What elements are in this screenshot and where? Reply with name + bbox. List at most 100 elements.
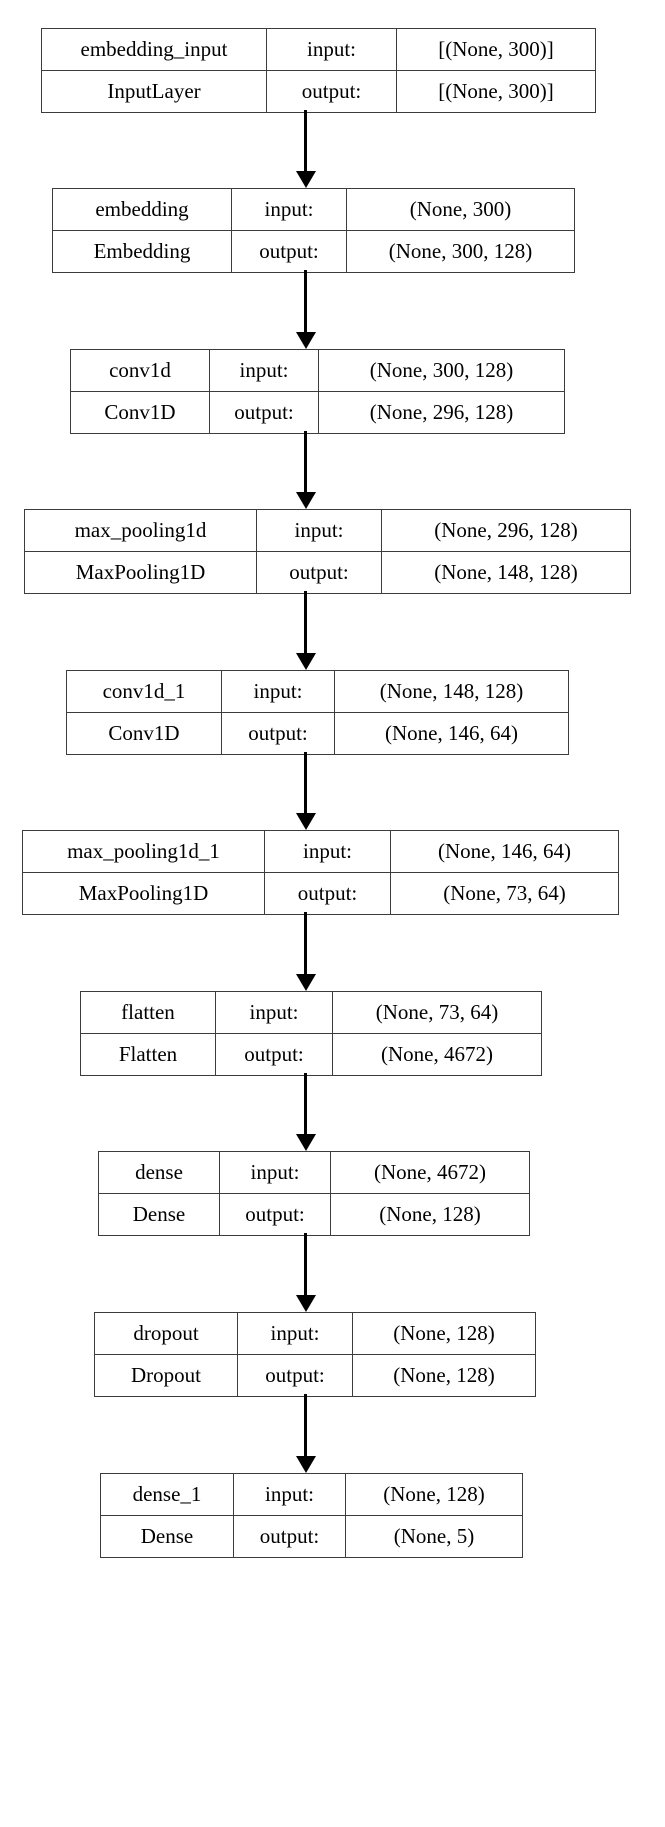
input-label-dropout: input: — [237, 1312, 353, 1355]
output-label-max_pooling1d: output: — [256, 551, 382, 594]
output-shape-embedding: (None, 300, 128) — [346, 230, 575, 273]
arrow-head-icon — [296, 1295, 316, 1312]
input-shape-flatten: (None, 73, 64) — [332, 991, 542, 1034]
edge-dense-to-dropout — [293, 1233, 319, 1312]
output-shape-conv1d_1: (None, 146, 64) — [334, 712, 569, 755]
output-shape-max_pooling1d: (None, 148, 128) — [381, 551, 631, 594]
input-label-conv1d: input: — [209, 349, 319, 392]
output-label-dense: output: — [219, 1193, 331, 1236]
output-shape-conv1d: (None, 296, 128) — [318, 391, 565, 434]
edge-flatten-to-dense — [293, 1073, 319, 1151]
layer-name-dense_1: dense_1 — [100, 1473, 234, 1516]
arrow-head-icon — [296, 1134, 316, 1151]
arrow-shaft-icon — [304, 431, 307, 493]
input-shape-max_pooling1d_1: (None, 146, 64) — [390, 830, 619, 873]
arrow-shaft-icon — [304, 110, 307, 172]
edge-dropout-to-dense_1 — [293, 1394, 319, 1473]
output-label-flatten: output: — [215, 1033, 333, 1076]
input-shape-conv1d: (None, 300, 128) — [318, 349, 565, 392]
arrow-head-icon — [296, 332, 316, 349]
layer-name-max_pooling1d: max_pooling1d — [24, 509, 257, 552]
input-shape-dropout: (None, 128) — [352, 1312, 536, 1355]
arrow-head-icon — [296, 974, 316, 991]
input-shape-dense: (None, 4672) — [330, 1151, 530, 1194]
input-shape-dense_1: (None, 128) — [345, 1473, 523, 1516]
arrow-head-icon — [296, 492, 316, 509]
arrow-shaft-icon — [304, 1233, 307, 1296]
edge-max_pooling1d-to-conv1d_1 — [293, 591, 319, 670]
input-shape-max_pooling1d: (None, 296, 128) — [381, 509, 631, 552]
output-label-conv1d: output: — [209, 391, 319, 434]
output-label-conv1d_1: output: — [221, 712, 335, 755]
arrow-shaft-icon — [304, 1073, 307, 1135]
edge-embedding_input-to-embedding — [293, 110, 319, 188]
layer-name-conv1d_1: conv1d_1 — [66, 670, 222, 713]
arrow-shaft-icon — [304, 912, 307, 975]
layer-class-max_pooling1d_1: MaxPooling1D — [22, 872, 265, 915]
layer-class-dropout: Dropout — [94, 1354, 238, 1397]
output-shape-embedding_input: [(None, 300)] — [396, 70, 596, 113]
layer-name-embedding_input: embedding_input — [41, 28, 267, 71]
layer-name-max_pooling1d_1: max_pooling1d_1 — [22, 830, 265, 873]
arrow-shaft-icon — [304, 752, 307, 814]
layer-name-dense: dense — [98, 1151, 220, 1194]
arrow-head-icon — [296, 653, 316, 670]
arrow-shaft-icon — [304, 270, 307, 333]
layer-class-max_pooling1d: MaxPooling1D — [24, 551, 257, 594]
output-shape-max_pooling1d_1: (None, 73, 64) — [390, 872, 619, 915]
layer-name-flatten: flatten — [80, 991, 216, 1034]
output-shape-flatten: (None, 4672) — [332, 1033, 542, 1076]
arrow-shaft-icon — [304, 1394, 307, 1457]
edge-embedding-to-conv1d — [293, 270, 319, 349]
output-label-max_pooling1d_1: output: — [264, 872, 391, 915]
input-label-flatten: input: — [215, 991, 333, 1034]
output-shape-dense_1: (None, 5) — [345, 1515, 523, 1558]
input-shape-embedding_input: [(None, 300)] — [396, 28, 596, 71]
layer-name-dropout: dropout — [94, 1312, 238, 1355]
output-label-dropout: output: — [237, 1354, 353, 1397]
edge-conv1d-to-max_pooling1d — [293, 431, 319, 509]
layer-class-conv1d: Conv1D — [70, 391, 210, 434]
input-shape-conv1d_1: (None, 148, 128) — [334, 670, 569, 713]
output-label-dense_1: output: — [233, 1515, 346, 1558]
output-shape-dense: (None, 128) — [330, 1193, 530, 1236]
arrow-shaft-icon — [304, 591, 307, 654]
input-label-conv1d_1: input: — [221, 670, 335, 713]
layer-class-embedding: Embedding — [52, 230, 232, 273]
layer-class-dense_1: Dense — [100, 1515, 234, 1558]
input-label-dense_1: input: — [233, 1473, 346, 1516]
output-label-embedding_input: output: — [266, 70, 397, 113]
input-label-embedding_input: input: — [266, 28, 397, 71]
input-shape-embedding: (None, 300) — [346, 188, 575, 231]
layer-class-embedding_input: InputLayer — [41, 70, 267, 113]
output-shape-dropout: (None, 128) — [352, 1354, 536, 1397]
input-label-embedding: input: — [231, 188, 347, 231]
layer-name-embedding: embedding — [52, 188, 232, 231]
input-label-max_pooling1d: input: — [256, 509, 382, 552]
